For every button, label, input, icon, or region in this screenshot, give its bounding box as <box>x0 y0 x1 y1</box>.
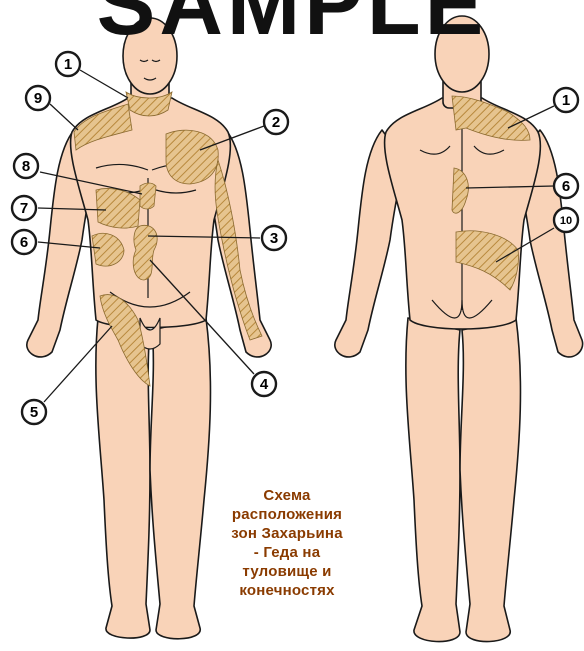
caption-line-4: - Геда на <box>212 543 362 562</box>
svg-text:2: 2 <box>272 114 280 131</box>
caption-line-6: конечностях <box>212 581 362 600</box>
front-zone-chest <box>166 130 218 184</box>
watermark-text: SAMPLE <box>97 0 488 53</box>
front-zone-epigastric <box>140 183 156 209</box>
svg-text:7: 7 <box>20 200 28 217</box>
back-left-leg <box>406 318 460 642</box>
svg-text:9: 9 <box>34 90 42 107</box>
caption-line-2: расположения <box>212 505 362 524</box>
diagram-caption: Схема расположения зон Захарьина - Геда … <box>212 486 362 600</box>
front-right-leg <box>150 318 210 639</box>
svg-text:1: 1 <box>64 56 72 73</box>
svg-text:3: 3 <box>270 230 278 247</box>
svg-text:6: 6 <box>562 178 570 195</box>
svg-text:5: 5 <box>30 404 38 421</box>
caption-line-5: туловище и <box>212 562 362 581</box>
front-label-9: 9 <box>26 86 78 130</box>
front-label-1: 1 <box>56 52 128 98</box>
caption-line-1: Схема <box>212 486 362 505</box>
svg-text:4: 4 <box>260 376 269 393</box>
caption-line-3: зон Захарьина <box>212 524 362 543</box>
svg-text:6: 6 <box>20 234 28 251</box>
svg-text:10: 10 <box>560 215 572 227</box>
svg-text:1: 1 <box>562 92 570 109</box>
svg-text:8: 8 <box>22 158 30 175</box>
back-right-leg <box>460 318 520 642</box>
